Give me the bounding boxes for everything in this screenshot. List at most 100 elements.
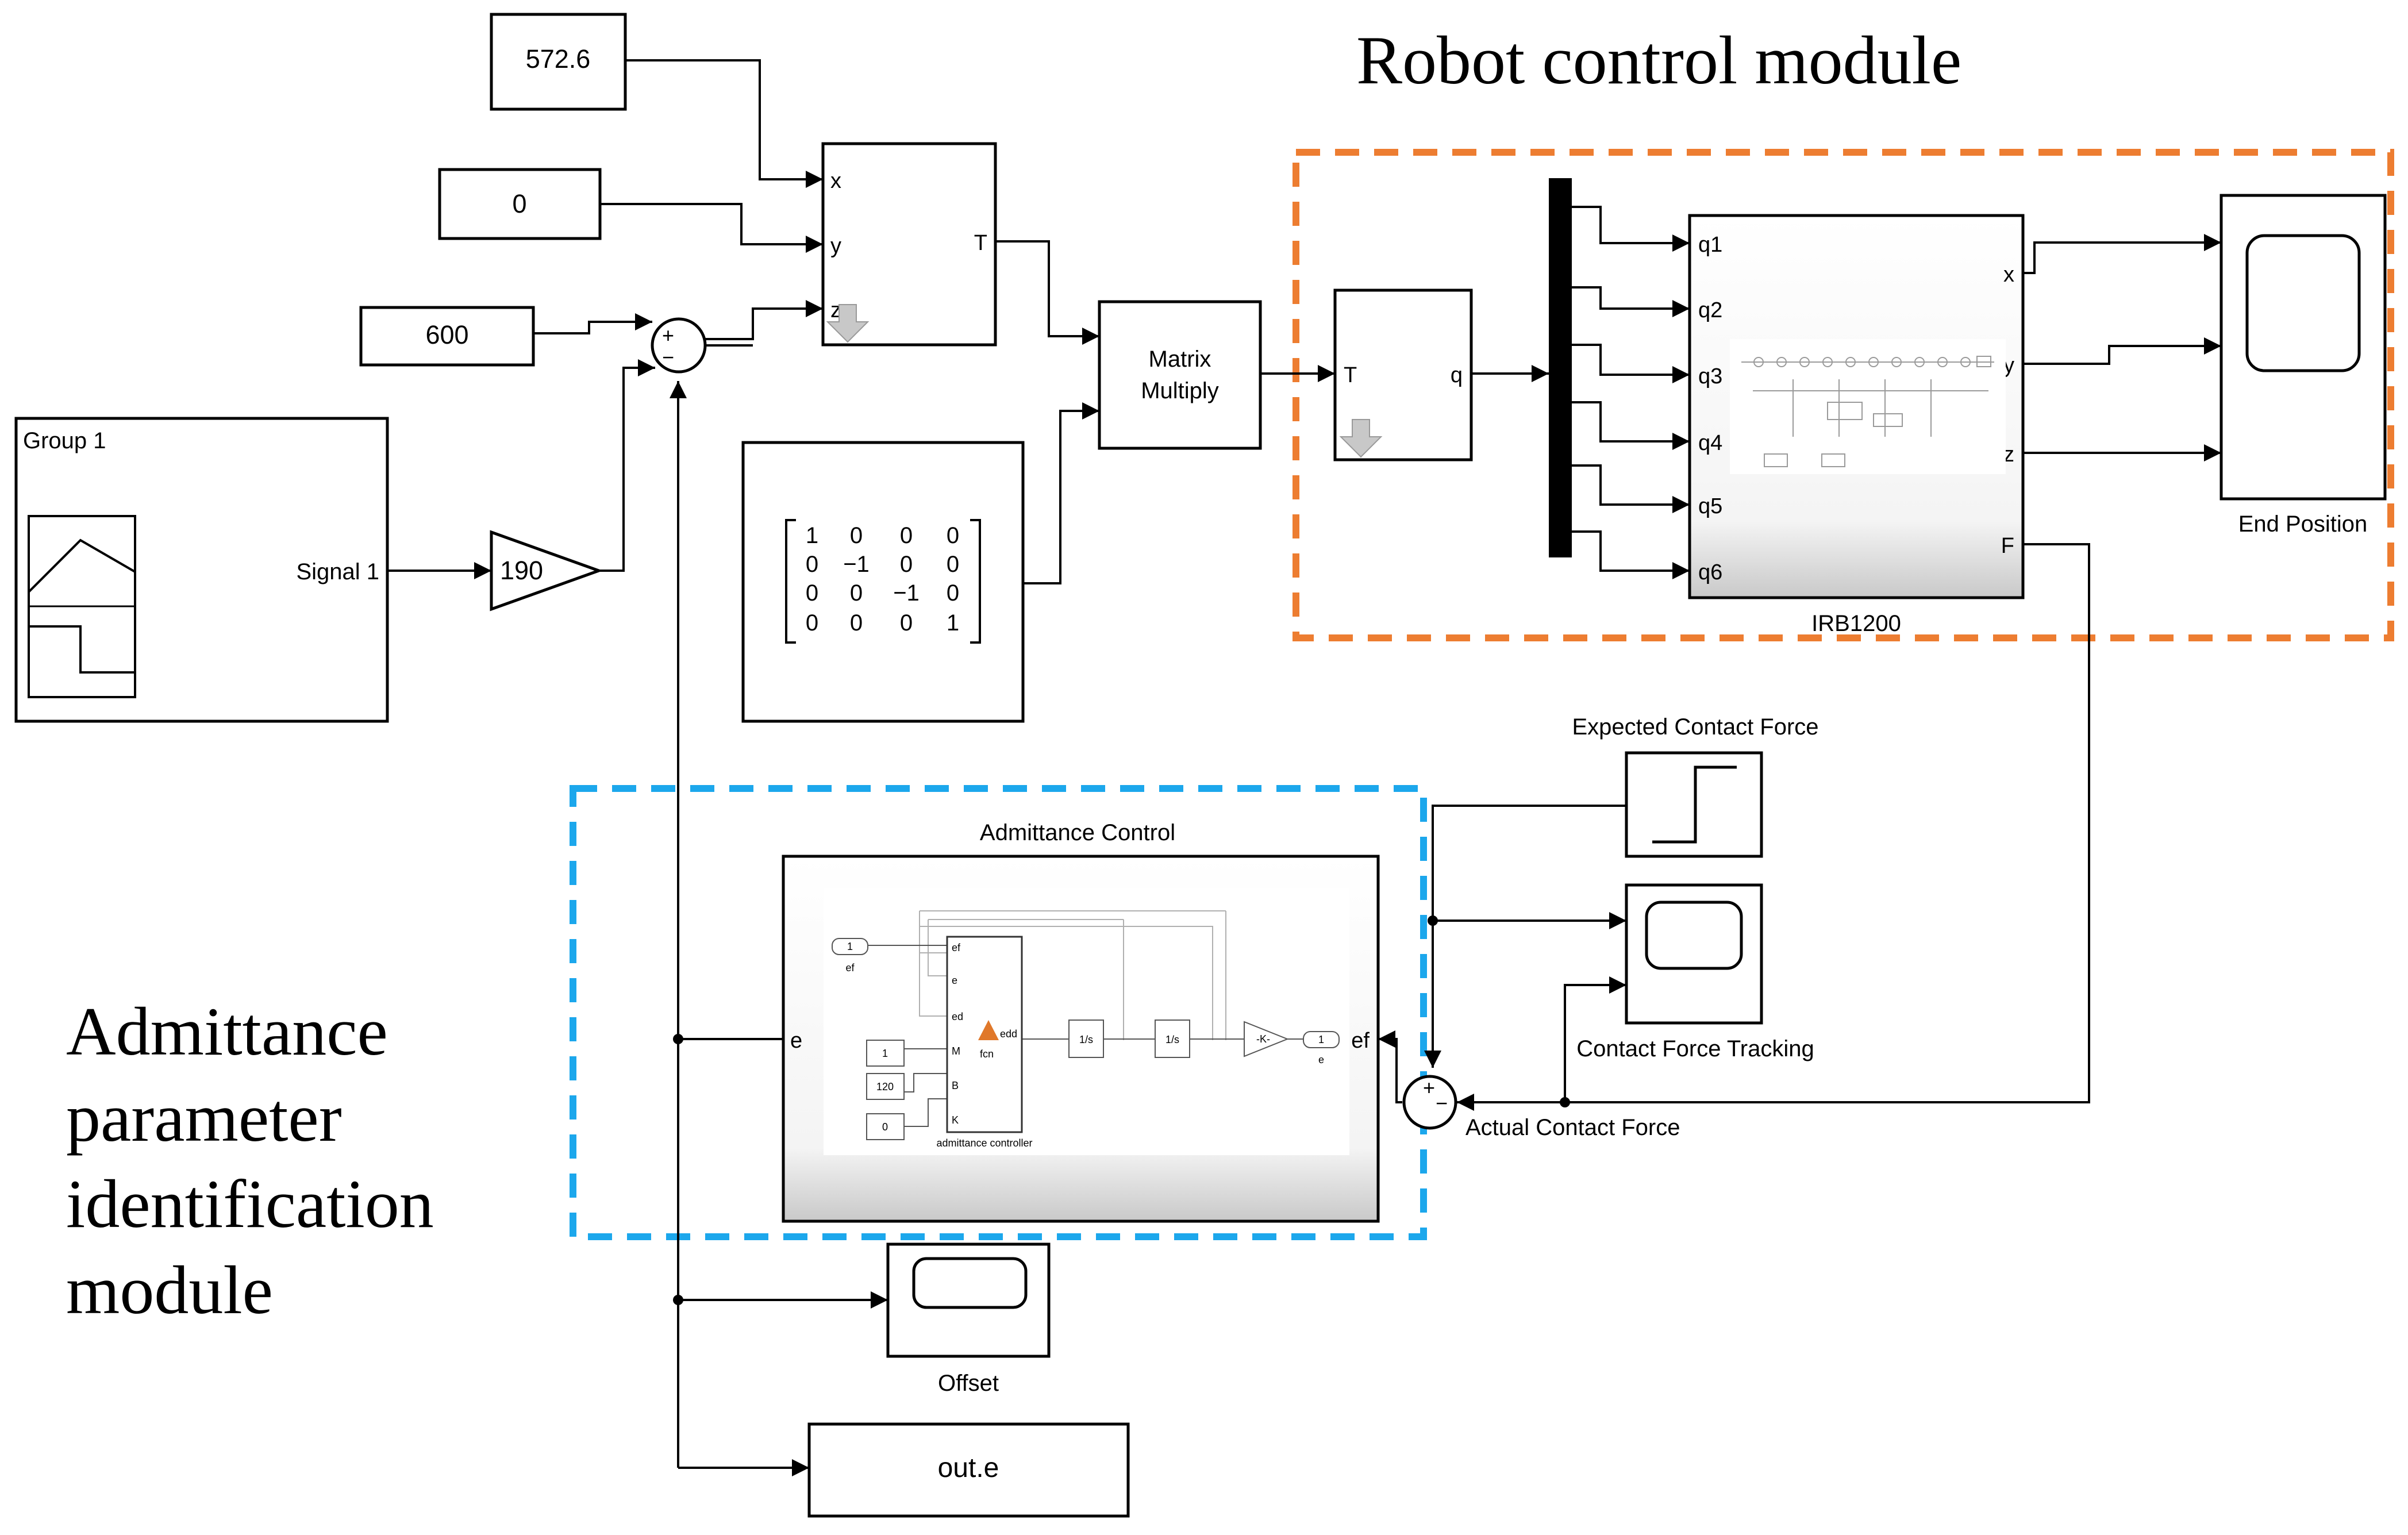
- sum-block[interactable]: + −: [651, 317, 707, 374]
- admittance-module-border: [570, 785, 1427, 1240]
- wire-q6: [1572, 530, 1690, 579]
- inner-const-k: 0: [882, 1121, 888, 1133]
- contact-force-tracking-scope[interactable]: Contact Force Tracking: [1576, 883, 1814, 1061]
- inner-inport-label: ef: [845, 962, 855, 974]
- robot-in-q5: q5: [1698, 494, 1722, 518]
- robot-name: IRB1200: [1811, 611, 1901, 636]
- matrix-cell: 0: [947, 552, 959, 577]
- inner-const-b: 120: [876, 1081, 894, 1092]
- transform-block[interactable]: x y z T: [821, 142, 997, 347]
- inner-fcn-port-B: B: [952, 1080, 959, 1091]
- matrix-cell: 0: [806, 610, 818, 636]
- wire-actual-scope: [1564, 976, 1626, 1102]
- step-icon: [1652, 765, 1737, 844]
- robot-out-z: z: [2003, 443, 2014, 467]
- wire-600-sum: [533, 313, 652, 334]
- robot-in-q1: q1: [1698, 233, 1722, 257]
- robot-module-title: Robot control module: [1356, 22, 1961, 98]
- wire-gain-sum: [599, 359, 655, 572]
- robot-in-q4: q4: [1698, 431, 1722, 455]
- signal-builder-group: Group 1: [23, 428, 106, 453]
- demux-bar[interactable]: [1549, 178, 1572, 557]
- wire-q5: [1572, 464, 1690, 513]
- admittance-module-title-line3: identification: [66, 1165, 434, 1242]
- signal-builder-block[interactable]: Group 1 Signal 1: [14, 417, 389, 723]
- signal-builder-ramp-icon: [28, 538, 136, 593]
- wire-q1: [1572, 206, 1690, 252]
- robot-out-F: F: [2001, 534, 2014, 558]
- junction-expected: [1428, 915, 1438, 926]
- matlab-function-icon: [978, 1020, 999, 1040]
- wire-x: [625, 59, 823, 188]
- matrix-cell: 0: [806, 552, 818, 577]
- inner-integrator-2: 1/s: [1165, 1034, 1179, 1045]
- admittance-inner-model: 1 ef 1 120 0 ef e ed M B K fcn edd admit…: [832, 910, 1340, 1149]
- junction-offset: [673, 1295, 683, 1305]
- matrix-cell: 1: [947, 610, 959, 636]
- admittance-control-subsystem[interactable]: Admittance Control e ef 1 ef 1 120 0 ef …: [782, 820, 1380, 1223]
- inner-fcn-port-ed: ed: [952, 1011, 963, 1022]
- constant-y-value: 0: [512, 189, 526, 218]
- scope-screen-icon: [1645, 901, 1743, 970]
- constant-x-block[interactable]: 572.6: [490, 13, 627, 111]
- inner-gain-label: -K-: [1256, 1033, 1270, 1045]
- connection-lines: [387, 59, 2221, 1476]
- inner-fcn-label: fcn: [980, 1048, 994, 1060]
- inner-fcn-port-ef: ef: [952, 942, 961, 953]
- inner-integrator-1: 1/s: [1079, 1034, 1093, 1045]
- admittance-title: Admittance Control: [980, 820, 1175, 845]
- expected-force-label: Expected Contact Force: [1572, 714, 1818, 740]
- constant-z-block[interactable]: 600: [359, 306, 535, 367]
- matrix-multiply-block[interactable]: Matrix Multiply: [1098, 300, 1262, 450]
- inner-gain-block: [1244, 1021, 1289, 1057]
- robot-module-border: [1293, 149, 2394, 641]
- wire-matrix-mm: [1023, 402, 1099, 584]
- admittance-in-e: e: [790, 1029, 802, 1053]
- matrix-cell: 0: [947, 523, 959, 548]
- wire-F-sum: [1457, 543, 2090, 1111]
- robot-in-q3: q3: [1698, 364, 1722, 388]
- transform-in-y: y: [830, 234, 841, 258]
- force-sum-minus: −: [1436, 1091, 1448, 1115]
- robot-out-y: y: [2003, 353, 2014, 378]
- wire-y-scope: [2023, 337, 2221, 365]
- constant-z-value: 600: [425, 320, 468, 349]
- matrix-cell: 0: [900, 610, 913, 636]
- robot-in-q6: q6: [1698, 560, 1722, 584]
- offset-label: Offset: [938, 1371, 999, 1396]
- matrix-cell: 0: [947, 580, 959, 606]
- signal-builder-signal: Signal 1: [296, 559, 379, 584]
- inner-fcn-out: edd: [1000, 1028, 1017, 1040]
- matrix-cell: −1: [843, 552, 870, 577]
- inner-outport-label: e: [1318, 1054, 1324, 1065]
- down-arrow-icon: [1339, 419, 1383, 458]
- end-position-scope[interactable]: End Position: [2219, 194, 2387, 537]
- force-sum-block[interactable]: + −: [1402, 1075, 1457, 1130]
- robot-subsystem-block[interactable]: q1 q2 q3 q4 q5 q6 x y z F IRB1200: [1688, 214, 2025, 636]
- ik-out-q: q: [1451, 363, 1463, 387]
- wire-q4: [1572, 401, 1690, 450]
- constant-y-block[interactable]: 0: [438, 168, 602, 240]
- matrix-cell: 0: [850, 580, 863, 606]
- offset-scope[interactable]: Offset: [886, 1242, 1051, 1396]
- robot-out-x: x: [2003, 263, 2014, 287]
- expected-force-block[interactable]: Expected Contact Force: [1572, 714, 1819, 858]
- robot-model-thumbnail: [1730, 339, 2006, 474]
- to-workspace-block[interactable]: out.e: [807, 1422, 1130, 1518]
- matrix-right-bracket: [970, 519, 981, 644]
- out-e-label: out.e: [938, 1453, 999, 1483]
- scope-screen-icon: [912, 1257, 1028, 1309]
- wire-T-mm: [995, 240, 1099, 345]
- matrix-cell: 0: [806, 580, 818, 606]
- junction-actual: [1560, 1097, 1570, 1107]
- inverse-kinematics-block[interactable]: T q: [1333, 288, 1473, 461]
- inner-fcn-port-e: e: [952, 975, 957, 986]
- ik-in-T: T: [1344, 363, 1357, 387]
- gain-value: 190: [500, 556, 543, 585]
- inner-controller-label: admittance controller: [936, 1137, 1032, 1149]
- contact-force-tracking-label: Contact Force Tracking: [1576, 1036, 1814, 1061]
- wire-x-scope: [2023, 234, 2221, 274]
- gain-block[interactable]: 190: [490, 530, 603, 611]
